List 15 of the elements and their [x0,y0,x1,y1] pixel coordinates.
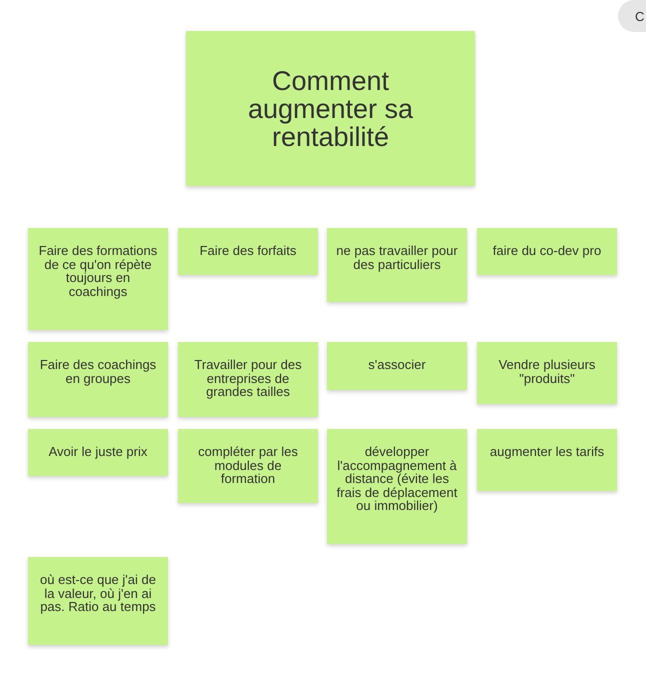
sticky-note: Vendre plusieurs "produits" [477,342,617,404]
sticky-note: Travailler pour des entreprises de grandes tailles [178,342,318,417]
sticky-note: ne pas travailler pour des particuliers [327,228,467,302]
title-note: Comment augmenter sa rentabilité [186,31,475,186]
sticky-note: compléter par les modules de formation [178,429,318,503]
sticky-note: s'associer [327,342,467,390]
sticky-note: Faire des forfaits [178,228,318,275]
sticky-note: Faire des formations de ce qu'on répète toujours en coachings [28,228,168,330]
sticky-note: Faire des coachings en groupes [28,342,168,417]
sticky-note: faire du co-dev pro [477,228,617,275]
sticky-note: Avoir le juste prix [28,429,168,476]
sticky-note: augmenter les tarifs [477,429,617,491]
toolbar-button: C [618,0,646,32]
sticky-note: développer l'accompagnement à distance (évite les frais de déplacement ou immobilier) [327,429,467,544]
sticky-note: où est-ce que j'ai de la valeur, où j'en ai pas. Ratio au temps [28,557,168,645]
